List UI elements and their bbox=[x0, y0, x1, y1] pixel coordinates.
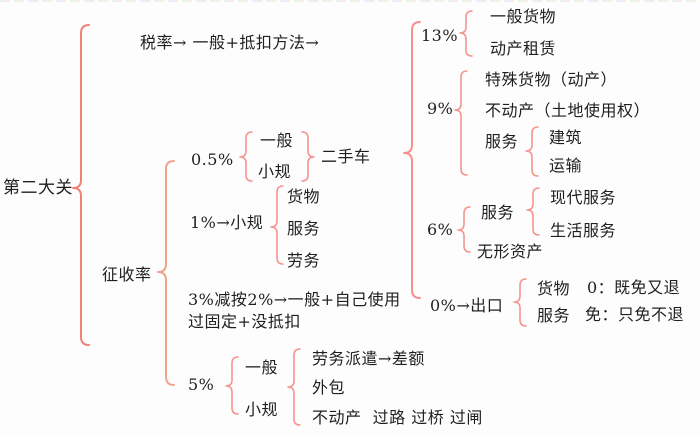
label-service-9pct: 服务 bbox=[485, 132, 519, 151]
rate-9pct: 9% bbox=[427, 99, 454, 118]
item-transport: 运输 bbox=[549, 156, 583, 175]
item-05-small: 小规 bbox=[258, 162, 292, 181]
levy-rate-node: 征收率 bbox=[102, 265, 152, 284]
item-real-estate-tolls: 不动产 过路 过桥 过闸 bbox=[312, 408, 483, 427]
top-border bbox=[0, 0, 700, 2]
item-5-general: 一般 bbox=[245, 358, 279, 377]
item-special-goods: 特殊货物（动产） bbox=[485, 70, 618, 89]
rate-3pct-line2: 过固定+没抵扣 bbox=[188, 312, 301, 331]
item-modern-service: 现代服务 bbox=[550, 188, 617, 207]
root-node: 第二大关 bbox=[3, 178, 73, 198]
brace-9pct-service bbox=[525, 126, 539, 177]
brace-0pct bbox=[513, 278, 527, 327]
brace-6pct bbox=[457, 206, 471, 253]
brace-5pct bbox=[225, 356, 239, 415]
item-1-labor: 劳务 bbox=[287, 251, 321, 270]
item-export-service: 服务 bbox=[537, 306, 571, 325]
item-movable-lease: 动产租赁 bbox=[490, 39, 557, 58]
brace-tax-rate bbox=[403, 21, 421, 299]
item-1-service: 服务 bbox=[287, 219, 321, 238]
item-construction: 建筑 bbox=[549, 128, 583, 147]
note-export-service: 免：只免不退 bbox=[585, 305, 685, 324]
item-1-goods: 货物 bbox=[287, 187, 321, 206]
item-outsourcing: 外包 bbox=[312, 378, 346, 397]
rate-5pct: 5% bbox=[188, 375, 215, 394]
item-export-goods: 货物 bbox=[537, 279, 571, 298]
brace-05pct-left bbox=[239, 131, 253, 182]
item-intangible-assets: 无形资产 bbox=[477, 242, 544, 261]
item-05-general: 一般 bbox=[260, 131, 294, 150]
brace-root bbox=[72, 24, 90, 346]
rate-3pct-line1: 3%减按2%→一般+自己使用 bbox=[188, 290, 401, 309]
brace-1pct bbox=[270, 185, 284, 265]
rate-6pct: 6% bbox=[427, 220, 454, 239]
brace-6pct-service bbox=[526, 187, 540, 236]
rate-0pct-export: 0%→出口 bbox=[430, 296, 504, 315]
note-export-goods: 0：既免又退 bbox=[587, 278, 681, 297]
label-used-car: 二手车 bbox=[321, 147, 371, 166]
rate-05pct: 0.5% bbox=[191, 150, 234, 169]
brace-05pct-right bbox=[301, 131, 315, 182]
brace-13pct bbox=[459, 10, 473, 57]
rate-1pct: 1%→小规 bbox=[190, 213, 264, 232]
brace-5pct-list bbox=[287, 348, 301, 426]
item-5-small: 小规 bbox=[245, 400, 279, 419]
label-service-6pct: 服务 bbox=[481, 203, 515, 222]
item-life-service: 生活服务 bbox=[550, 221, 617, 240]
tax-rate-node: 税率→ 一般+抵扣方法→ bbox=[140, 33, 320, 52]
item-labor-dispatch: 劳务派遣→差额 bbox=[312, 349, 425, 368]
item-real-estate: 不动产（土地使用权） bbox=[485, 101, 651, 120]
brace-levy-rate bbox=[157, 160, 175, 386]
item-general-goods: 一般货物 bbox=[490, 7, 557, 26]
brace-9pct bbox=[454, 70, 468, 176]
rate-13pct: 13% bbox=[421, 26, 459, 45]
